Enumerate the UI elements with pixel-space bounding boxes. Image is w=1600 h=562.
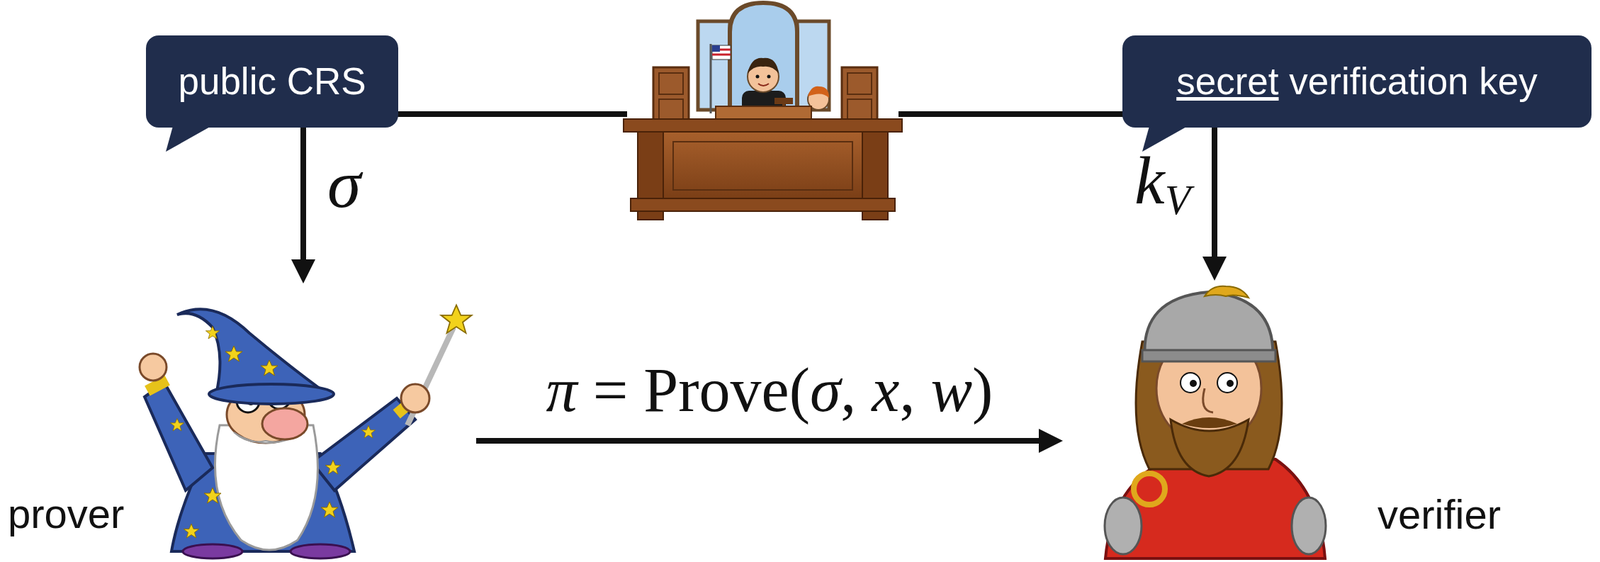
figure-label: verifier [1377, 491, 1501, 539]
arrow-connector [300, 127, 307, 263]
edge-label: σ [327, 143, 361, 225]
callout-box: public CRS [145, 35, 399, 128]
wizard-figure [139, 304, 472, 559]
callout-tail [160, 126, 217, 155]
edge-label: π = Prove(σ, x, w) [546, 352, 994, 428]
callout-box: secret verification key [1122, 35, 1592, 128]
arrow-head [1202, 256, 1227, 281]
prover-node: prover [4, 283, 477, 560]
figure-label: prover [7, 490, 125, 538]
arrow-connector [1211, 127, 1218, 260]
arrow-connector [476, 437, 1042, 444]
callout-text: secret verification key [1176, 60, 1538, 104]
arrow-head [291, 259, 316, 284]
edge-label: kV [1134, 139, 1191, 226]
verifier-node: verifier [1062, 280, 1595, 560]
judge-illustration [623, 2, 903, 220]
callout-tail-shape [165, 126, 212, 152]
callout-text: public CRS [177, 60, 366, 104]
knight-figure [1104, 286, 1326, 559]
arrow-head [1038, 428, 1063, 453]
